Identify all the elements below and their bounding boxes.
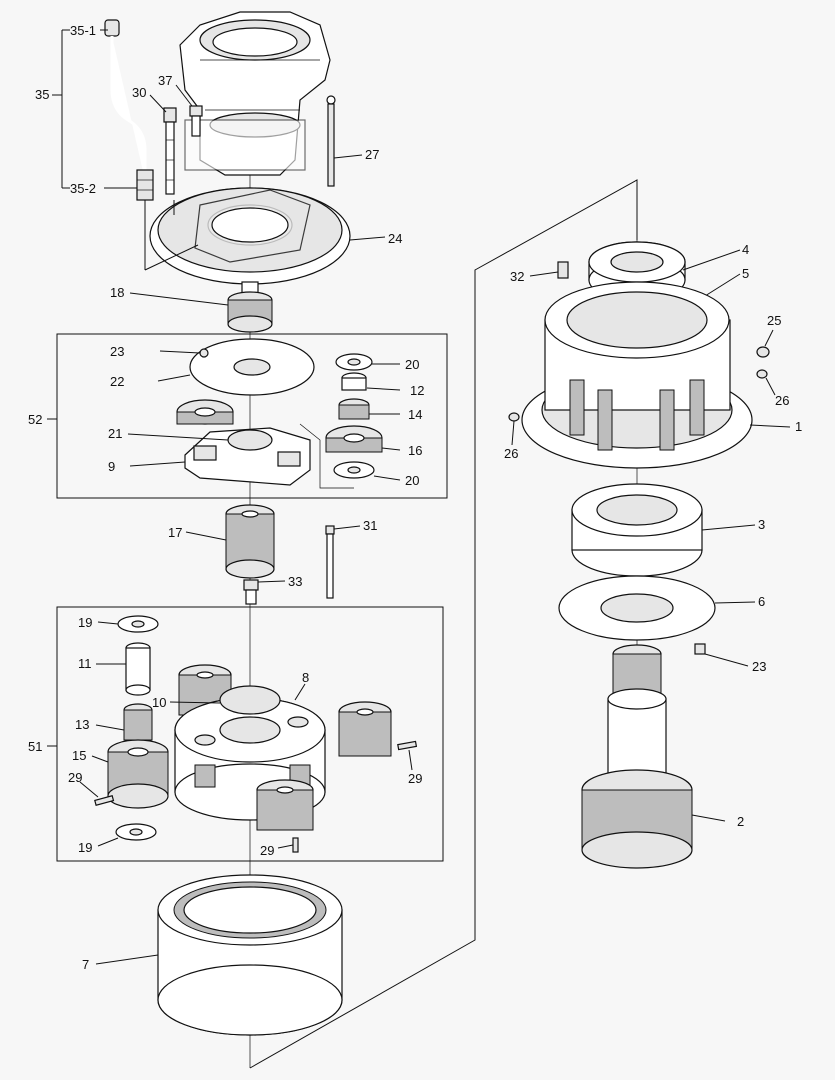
part-16-planet-gear-b [325, 425, 383, 453]
part-17-sun-gear [225, 504, 275, 579]
callout-8: 8 [302, 670, 309, 685]
part-35-hose [104, 19, 154, 201]
part-9-carrier [184, 427, 311, 486]
callout-3: 3 [758, 517, 765, 532]
part-16-planet-gear-a [176, 399, 234, 425]
part-11-pin [125, 642, 151, 696]
part-13-bushing [123, 703, 153, 741]
callout-29-bottom: 29 [260, 843, 274, 858]
callout-20-bottom: 20 [405, 473, 419, 488]
callout-35: 35 [35, 87, 49, 102]
callout-12: 12 [410, 383, 424, 398]
part-2-pinion-shaft [581, 644, 693, 869]
callout-33: 33 [288, 574, 302, 589]
part-26-plug-b [508, 412, 520, 422]
part-6-plate [558, 575, 716, 641]
callout-18: 18 [110, 285, 124, 300]
callout-52: 52 [28, 412, 42, 427]
part-3-bearing [571, 483, 703, 577]
callout-27: 27 [365, 147, 379, 162]
callout-35-1: 35-1 [70, 23, 96, 38]
callout-23-top: 23 [110, 344, 124, 359]
part-29-spring-pin-b [397, 740, 418, 751]
callout-13: 13 [75, 717, 89, 732]
callout-37: 37 [158, 73, 172, 88]
callout-4: 4 [742, 242, 749, 257]
part-20-washer-b [333, 461, 375, 479]
part-29-spring-pin-c [292, 837, 299, 853]
callout-26-right: 26 [775, 393, 789, 408]
callout-51: 51 [28, 739, 42, 754]
callout-14: 14 [408, 407, 422, 422]
callout-22: 22 [110, 374, 124, 389]
callout-32: 32 [510, 269, 524, 284]
callout-25: 25 [767, 313, 781, 328]
callout-6: 6 [758, 594, 765, 609]
part-29-spring-pin-a [94, 795, 115, 806]
part-10-thrust-plate [219, 685, 281, 715]
part-19-washer-a [117, 615, 159, 633]
part-27-dipstick [326, 95, 336, 187]
part-19-washer-b [115, 823, 157, 841]
part-23-bolt-b [694, 643, 706, 655]
callout-10: 10 [152, 695, 166, 710]
part-7-ring-gear [157, 874, 343, 1036]
callout-26-left: 26 [504, 446, 518, 461]
callout-30: 30 [132, 85, 146, 100]
callout-9: 9 [108, 459, 115, 474]
part-31-long-bolt [325, 525, 335, 599]
part-12-pin [341, 372, 367, 391]
part-32-pin [557, 261, 569, 279]
part-22-thrust-plate [189, 338, 315, 396]
part-24-flange [149, 187, 351, 285]
callout-11: 11 [78, 656, 92, 671]
part-30-bolt [163, 107, 177, 195]
group-box-52 [56, 333, 448, 499]
part-15-planet-gear-a [107, 739, 169, 809]
part-8-carrier [174, 697, 326, 821]
part-33-bolt [243, 579, 259, 605]
assembly-reference-line [249, 179, 638, 1069]
callout-19-bottom: 19 [78, 840, 92, 855]
part-25-plug [756, 346, 770, 358]
callout-21: 21 [108, 426, 122, 441]
callout-19-top: 19 [78, 615, 92, 630]
part-20-washer-a [335, 353, 373, 371]
callout-17: 17 [168, 525, 182, 540]
callout-29-left: 29 [68, 770, 82, 785]
callout-31: 31 [363, 518, 377, 533]
callout-1: 1 [795, 419, 802, 434]
callout-35-2: 35-2 [70, 181, 96, 196]
callout-29-right: 29 [408, 771, 422, 786]
callout-7: 7 [82, 957, 89, 972]
callout-5: 5 [742, 266, 749, 281]
part-15-planet-gear-c [338, 701, 392, 757]
part-23-screw-a [199, 348, 209, 358]
callout-15: 15 [72, 748, 86, 763]
callout-16: 16 [408, 443, 422, 458]
part-1-housing [521, 281, 753, 469]
part-26-plug-a [756, 369, 768, 379]
callout-24: 24 [388, 231, 402, 246]
part-15-planet-gear-d [256, 779, 314, 831]
callout-20-top: 20 [405, 357, 419, 372]
callout-23-right: 23 [752, 659, 766, 674]
part-37-bolt [189, 105, 203, 137]
callout-2: 2 [737, 814, 744, 829]
part-18-gear [227, 281, 273, 333]
part-14-bearing [338, 398, 370, 420]
motor-housing [179, 11, 331, 176]
